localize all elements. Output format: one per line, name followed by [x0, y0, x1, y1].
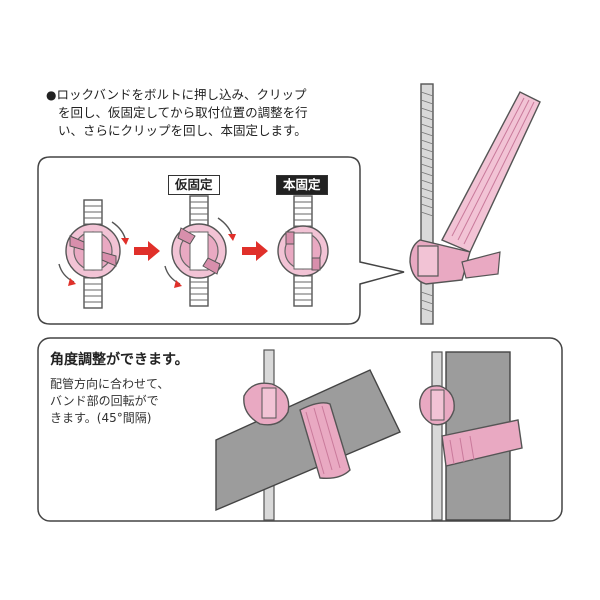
rotate-arrow-lower-head-icon — [174, 280, 182, 288]
rotate-arrow-lower-head-icon — [68, 278, 76, 286]
step-2-clip — [171, 223, 227, 279]
angle-desc-line-2: バンド部の回転がで — [50, 394, 159, 408]
step-3-clip — [277, 225, 329, 277]
main-lock-band — [409, 91, 541, 285]
intro-line-1: ●ロックバンドをボルトに押し込み、クリップ — [46, 87, 307, 102]
step-arrow-2-icon — [242, 241, 268, 261]
step-arrow-1-icon — [134, 241, 160, 261]
step-1-figure — [58, 199, 129, 309]
intro-text: ●ロックバンドをボルトに押し込み、クリップ を回し、仮固定してから取付位置の調整… — [46, 86, 386, 140]
vertical-pipe-figure — [419, 351, 523, 521]
intro-line-3: い、さらにクリップを回し、本固定します。 — [58, 123, 307, 138]
temporary-fix-label: 仮固定 — [168, 175, 220, 195]
step-1-clip — [65, 223, 121, 279]
rotate-arrow-upper-head-icon — [228, 234, 236, 241]
intro-line-2: を回し、仮固定してから取付位置の調整を行 — [58, 105, 308, 120]
step-3-figure — [277, 195, 329, 307]
rotate-arrow-upper-head-icon — [121, 238, 129, 245]
angle-panel-title: 角度調整ができます。 — [50, 352, 189, 368]
angle-desc-line-3: きます。(45°間隔) — [50, 411, 152, 425]
final-fix-label: 本固定 — [276, 175, 328, 195]
angle-panel-desc: 配管方向に合わせて、 バンド部の回転がで きます。(45°間隔) — [50, 376, 220, 427]
horizontal-pipe-figure — [215, 349, 401, 521]
angle-desc-line-1: 配管方向に合わせて、 — [50, 377, 170, 391]
step-2-figure — [164, 195, 236, 307]
main-bolt — [420, 83, 434, 325]
bullet-icon: ● — [46, 88, 57, 102]
